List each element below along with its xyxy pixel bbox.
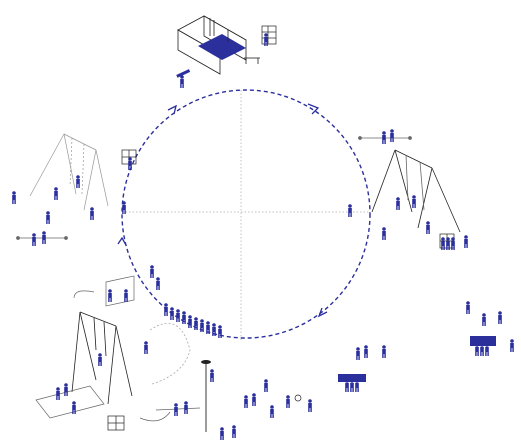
climbing-frame-icon bbox=[262, 26, 276, 44]
swing-set-icon bbox=[30, 134, 108, 210]
person-icon bbox=[482, 313, 486, 326]
frame-box bbox=[36, 276, 134, 418]
person-icon bbox=[252, 393, 256, 406]
group-icon bbox=[338, 374, 366, 392]
person-icon bbox=[76, 175, 80, 188]
arrow-icon bbox=[74, 291, 94, 298]
person-icon bbox=[348, 204, 352, 217]
person-icon bbox=[220, 427, 224, 440]
person-icon bbox=[56, 387, 60, 400]
swing-set-icon bbox=[72, 312, 132, 404]
rope-line bbox=[156, 408, 200, 410]
person-icon bbox=[232, 425, 236, 438]
person-icon bbox=[12, 191, 16, 204]
bench-icon bbox=[244, 58, 260, 64]
person-icon bbox=[98, 353, 102, 366]
person-icon bbox=[396, 197, 400, 210]
person-icon bbox=[390, 129, 394, 142]
person-icon bbox=[510, 339, 514, 352]
group-icon bbox=[470, 336, 496, 356]
person-icon bbox=[412, 195, 416, 208]
person-icon bbox=[356, 347, 360, 360]
person-icon bbox=[122, 201, 126, 214]
room-icon bbox=[178, 16, 246, 74]
person-icon bbox=[46, 211, 50, 224]
arrow-icon bbox=[140, 412, 170, 421]
person-icon bbox=[382, 345, 386, 358]
dotted-path bbox=[150, 323, 190, 384]
person-icon bbox=[210, 369, 214, 382]
ball-icon bbox=[295, 395, 301, 401]
person-icon bbox=[64, 383, 68, 396]
person-icon bbox=[90, 207, 94, 220]
person-icon bbox=[308, 399, 312, 412]
arrow-icon bbox=[168, 106, 176, 114]
person-icon bbox=[144, 341, 148, 354]
person-icon bbox=[244, 395, 248, 408]
person-icon bbox=[498, 311, 502, 324]
person-icon bbox=[270, 405, 274, 418]
person-icon bbox=[174, 403, 178, 416]
person-icon bbox=[128, 157, 132, 170]
person-icon bbox=[264, 379, 268, 392]
person-icon bbox=[32, 233, 36, 246]
rope-line bbox=[17, 237, 68, 240]
person-icon bbox=[464, 235, 468, 248]
cycle-circle bbox=[122, 90, 370, 338]
people-queue bbox=[150, 265, 222, 338]
person-icon bbox=[108, 289, 112, 302]
climbing-frame-icon bbox=[108, 416, 124, 430]
person-icon bbox=[184, 401, 188, 414]
person-icon bbox=[286, 395, 290, 408]
telescope-figure bbox=[176, 69, 190, 88]
person-icon bbox=[382, 131, 386, 144]
person-icon bbox=[124, 289, 128, 302]
person-icon bbox=[54, 187, 58, 200]
person-icon bbox=[42, 231, 46, 244]
person-icon bbox=[466, 301, 470, 314]
swing-set-icon bbox=[372, 150, 460, 232]
person-icon bbox=[364, 345, 368, 358]
lamp-post-icon bbox=[201, 360, 211, 432]
person-icon bbox=[426, 221, 430, 234]
person-icon bbox=[382, 227, 386, 240]
